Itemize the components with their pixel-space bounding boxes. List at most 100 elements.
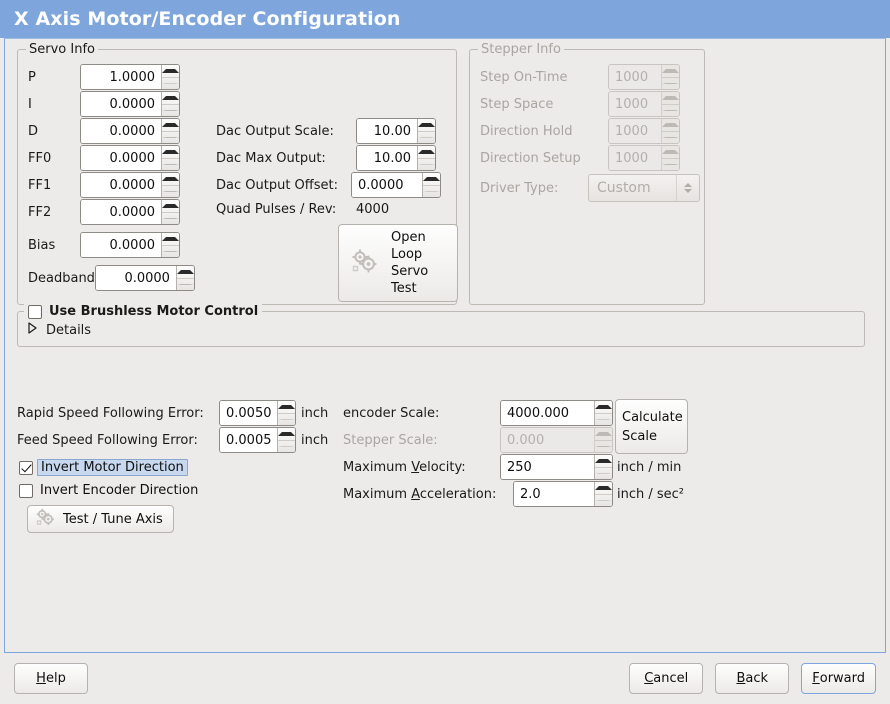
calculate-scale-button[interactable]: Calculate Scale [615, 399, 688, 454]
servo-field-i-spinbox[interactable]: 0.0000 [80, 91, 180, 117]
dac-max-output-spin-buttons[interactable] [417, 146, 435, 170]
open-loop-servo-test-button[interactable]: Open Loop Servo Test [338, 224, 458, 302]
servo-field-d-value[interactable]: 0.0000 [81, 119, 161, 143]
encoder-scale-spinbox[interactable]: 4000.000 [500, 400, 613, 426]
dac-output-offset-spinbox[interactable]: 0.0000 [351, 172, 441, 198]
maximum-velocity-spinbox[interactable]: 250 [500, 454, 613, 480]
maximum-acceleration-spinbox[interactable]: 2.0 [513, 481, 613, 507]
servo-field-ff1-spin-buttons[interactable] [161, 173, 179, 197]
servo-field-ff2-spin-up[interactable] [162, 200, 179, 212]
dac-max-output-label: Dac Max Output: [216, 150, 326, 166]
expander-triangle-icon[interactable] [27, 322, 38, 338]
dac-max-output-spin-down[interactable] [418, 157, 435, 171]
dac-max-output-spinbox[interactable]: 10.00 [356, 145, 436, 171]
brushless-checkbox-box[interactable] [28, 304, 42, 319]
feed-speed-following-error-spin-buttons[interactable] [277, 428, 295, 452]
servo-field-i-spin-up[interactable] [162, 92, 179, 104]
feed-speed-following-error-unit: inch [301, 432, 329, 448]
invert-motor-direction-label[interactable]: Invert Motor Direction [37, 459, 188, 476]
dac-output-scale-spin-up[interactable] [418, 119, 435, 131]
maximum-acceleration-spin-buttons[interactable] [594, 482, 612, 506]
servo-field-i-spin-down[interactable] [162, 103, 179, 117]
dac-output-scale-spin-buttons[interactable] [417, 119, 435, 143]
invert-encoder-direction-checkbox[interactable]: Invert Encoder Direction [19, 483, 198, 498]
brushless-details-expander[interactable]: Details [27, 322, 91, 338]
servo-field-bias-value[interactable]: 0.0000 [81, 233, 161, 257]
driver-type-row: Driver Type: Custom [480, 174, 700, 202]
feed-speed-following-error-row: Feed Speed Following Error: 0.0005 inch [17, 427, 328, 453]
encoder-scale-value[interactable]: 4000.000 [501, 401, 594, 425]
dac-output-offset-value[interactable]: 0.0000 [352, 173, 422, 197]
maximum-acceleration-value[interactable]: 2.0 [514, 482, 594, 506]
dac-output-offset-spin-buttons[interactable] [422, 173, 440, 197]
servo-field-ff0-spin-up[interactable] [162, 146, 179, 158]
dac-output-scale-spinbox[interactable]: 10.00 [356, 118, 436, 144]
dac-output-scale-spin-down[interactable] [418, 130, 435, 144]
servo-field-ff2-spinbox[interactable]: 0.0000 [80, 199, 180, 225]
dac-output-offset-spin-up[interactable] [423, 173, 440, 185]
servo-field-d-spinbox[interactable]: 0.0000 [80, 118, 180, 144]
servo-field-deadband-spinbox[interactable]: 0.0000 [94, 265, 195, 291]
servo-field-deadband-spin-down[interactable] [176, 277, 194, 291]
rapid-speed-following-error-spin-buttons[interactable] [277, 401, 295, 425]
servo-field-ff2-spin-buttons[interactable] [161, 200, 179, 224]
servo-field-ff1-value[interactable]: 0.0000 [81, 173, 161, 197]
servo-field-deadband-spin-buttons[interactable] [175, 266, 194, 291]
servo-field-bias-spin-down[interactable] [162, 244, 179, 258]
servo-field-i-spin-buttons[interactable] [161, 92, 179, 116]
brushless-checkbox-label[interactable]: Use Brushless Motor Control [49, 304, 259, 319]
rapid-speed-following-error-label: Rapid Speed Following Error: [17, 405, 204, 421]
servo-field-ff1-spin-up[interactable] [162, 173, 179, 185]
servo-field-deadband-spin-up[interactable] [176, 266, 194, 278]
stepper-field-step-on-time: Step On-Time 1000 [480, 64, 680, 90]
servo-field-p-spin-down[interactable] [162, 76, 179, 90]
rapid-speed-following-error-unit: inch [301, 405, 329, 421]
servo-field-deadband-value[interactable]: 0.0000 [95, 266, 176, 290]
feed-speed-following-error-value[interactable]: 0.0005 [220, 428, 277, 452]
rapid-speed-following-error-spinbox[interactable]: 0.0050 [219, 400, 296, 426]
servo-field-d-spin-buttons[interactable] [161, 119, 179, 143]
servo-field-p-spin-up[interactable] [162, 65, 179, 77]
feed-speed-following-error-spinbox[interactable]: 0.0005 [219, 427, 296, 453]
servo-field-ff0-spin-down[interactable] [162, 157, 179, 171]
invert-encoder-direction-label[interactable]: Invert Encoder Direction [40, 483, 199, 498]
stepper-field-direction-hold-spin-buttons [661, 119, 679, 143]
dac-output-offset-spin-down[interactable] [423, 184, 440, 198]
servo-field-bias-spin-buttons[interactable] [161, 233, 179, 257]
encoder-scale-spin-buttons[interactable] [594, 401, 612, 425]
servo-field-ff0-spin-buttons[interactable] [161, 146, 179, 170]
use-brushless-motor-control-checkbox[interactable]: Use Brushless Motor Control [28, 304, 258, 319]
servo-field-p-label: P [28, 69, 36, 85]
dac-max-output-value[interactable]: 10.00 [357, 146, 417, 170]
invert-encoder-direction-checkbox-box[interactable] [19, 483, 33, 498]
invert-motor-direction-checkbox-box[interactable] [19, 460, 33, 475]
brushless-details-label[interactable]: Details [46, 322, 92, 338]
invert-motor-direction-checkbox[interactable]: Invert Motor Direction [19, 459, 188, 476]
test-tune-axis-button[interactable]: Test / Tune Axis [27, 505, 174, 533]
servo-field-p-spin-buttons[interactable] [161, 65, 179, 89]
servo-field-p-value[interactable]: 1.0000 [81, 65, 161, 89]
servo-field-ff0-value[interactable]: 0.0000 [81, 146, 161, 170]
dac-max-output-spin-up[interactable] [418, 146, 435, 158]
servo-field-i-value[interactable]: 0.0000 [81, 92, 161, 116]
servo-field-p-spinbox[interactable]: 1.0000 [80, 64, 180, 90]
servo-field-ff2-value[interactable]: 0.0000 [81, 200, 161, 224]
servo-field-d-spin-down[interactable] [162, 130, 179, 144]
servo-field-bias-spinbox[interactable]: 0.0000 [80, 232, 180, 258]
dac-output-scale-value[interactable]: 10.00 [357, 119, 417, 143]
servo-field-ff1-spinbox[interactable]: 0.0000 [80, 172, 180, 198]
rapid-speed-following-error-value[interactable]: 0.0050 [220, 401, 277, 425]
servo-field-ff1-spin-down[interactable] [162, 184, 179, 198]
test-tune-axis-label: Test / Tune Axis [63, 511, 163, 527]
maximum-velocity-value[interactable]: 250 [501, 455, 594, 479]
servo-field-bias-spin-up[interactable] [162, 233, 179, 245]
servo-field-ff0-spinbox[interactable]: 0.0000 [80, 145, 180, 171]
maximum-velocity-spin-buttons[interactable] [594, 455, 612, 479]
servo-field-ff2-spin-down[interactable] [162, 211, 179, 225]
stepper-scale-row: Stepper Scale: 0.000 [343, 427, 613, 453]
servo-field-d-spin-up[interactable] [162, 119, 179, 131]
